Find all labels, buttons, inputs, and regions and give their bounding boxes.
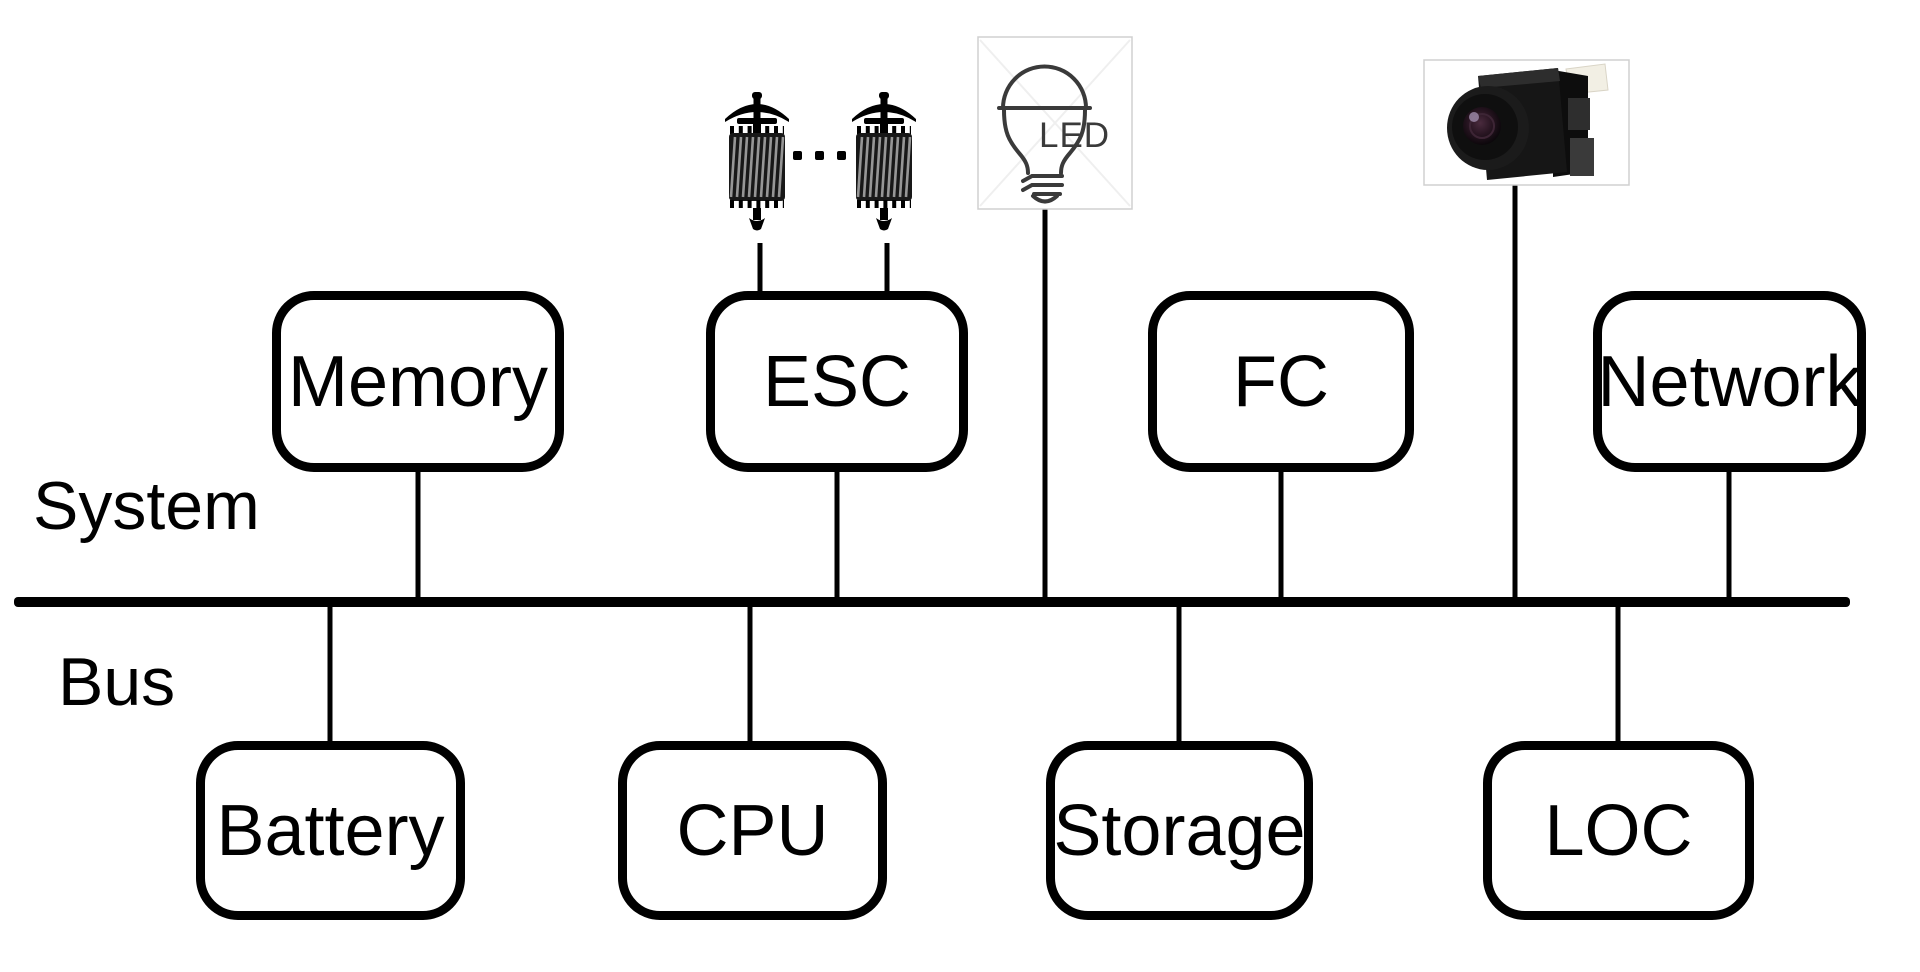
node-network: Network (1593, 291, 1866, 472)
node-cpu: CPU (618, 741, 887, 920)
ellipsis-dots (793, 151, 846, 160)
bus-label-bus: Bus (58, 644, 176, 720)
motor-stems (757, 243, 890, 295)
node-cpu-label: CPU (676, 790, 829, 871)
node-battery-label: Battery (216, 790, 445, 871)
node-fc: FC (1148, 291, 1414, 472)
motor-icon (852, 92, 916, 231)
fpv-camera-icon (1423, 59, 1630, 186)
node-esc: ESC (706, 291, 968, 472)
node-loc-label: LOC (1544, 790, 1693, 871)
led-bulb-icon: LED (977, 36, 1133, 210)
node-battery: Battery (196, 741, 465, 920)
system-bus-line (14, 597, 1850, 607)
node-storage-label: Storage (1053, 790, 1306, 871)
node-esc-label: ESC (762, 341, 912, 422)
node-storage: Storage (1046, 741, 1313, 920)
bus-connectors-top (415, 183, 1732, 602)
node-loc: LOC (1483, 741, 1754, 920)
node-network-label: Network (1597, 341, 1862, 422)
bus-label-system: System (33, 468, 260, 544)
node-memory: Memory (272, 291, 564, 472)
led-label: LED (1039, 116, 1110, 155)
node-fc-label: FC (1233, 341, 1329, 422)
node-memory-label: Memory (287, 341, 548, 422)
bus-connectors-bottom (327, 600, 1621, 748)
motor-icon (725, 92, 789, 231)
